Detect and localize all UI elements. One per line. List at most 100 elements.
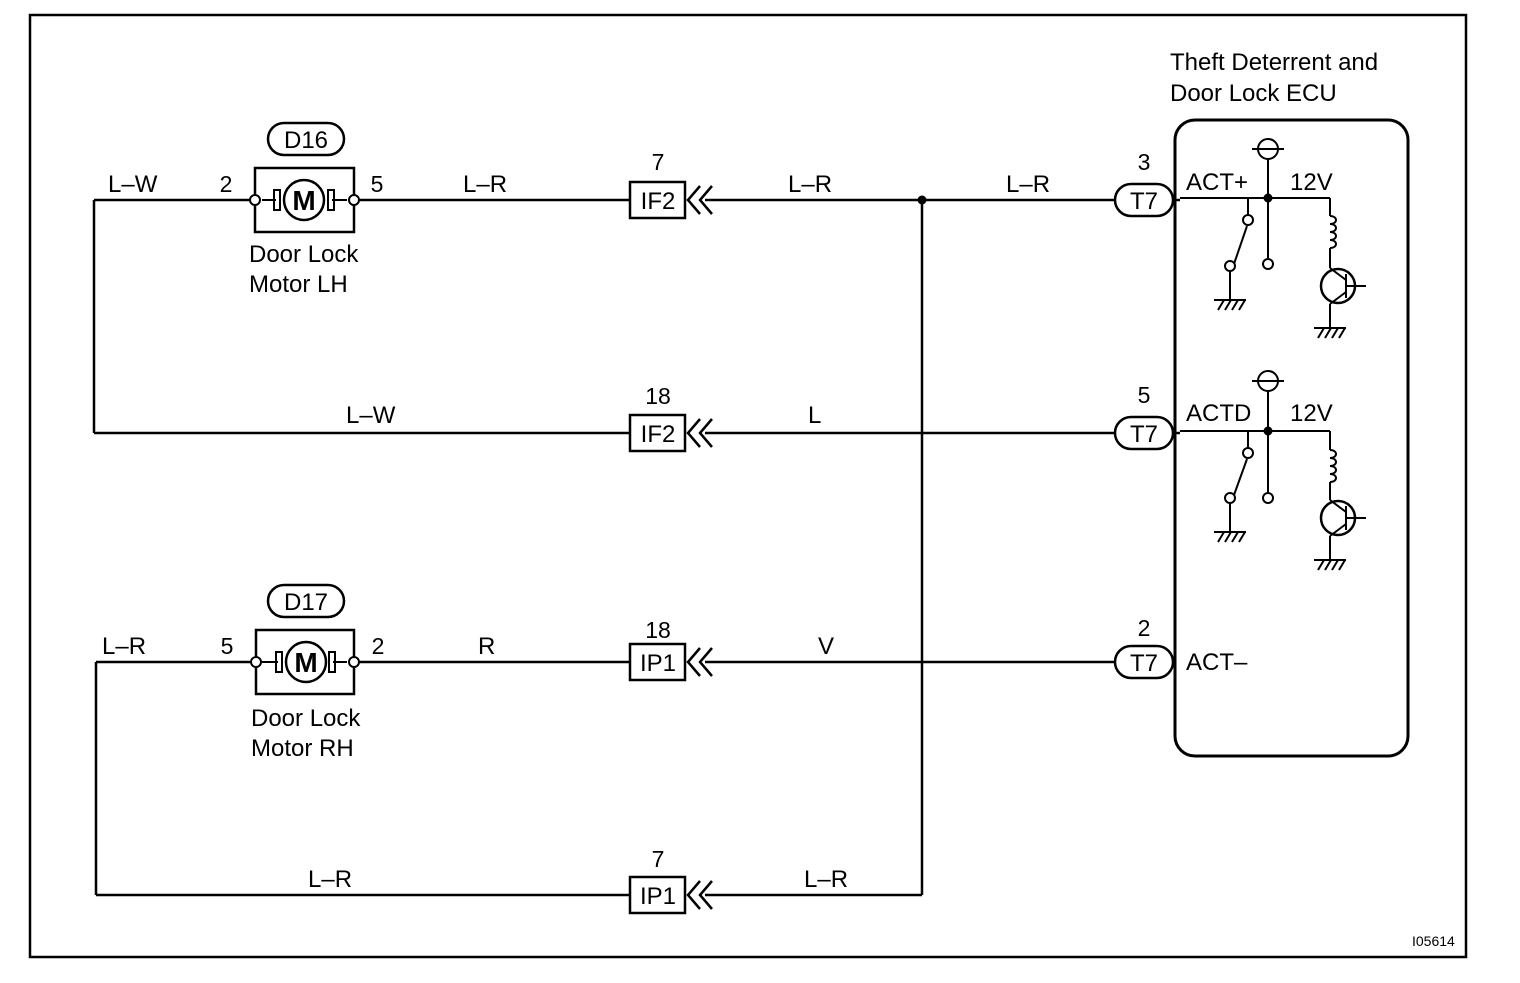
motor-rh-pin-right: 2	[372, 633, 385, 659]
ecu-circuit-actd: ACTD 12V	[1180, 370, 1366, 571]
motor-rh-terminal-r	[348, 656, 360, 668]
ground-icon	[1314, 327, 1346, 339]
coil-icon	[1329, 215, 1337, 249]
motor-rh-brush-r	[328, 651, 336, 673]
ecu-connector-actd-pin: 5	[1138, 382, 1151, 408]
ecu-box	[1173, 118, 1410, 758]
ecu-connector-act-minus-name: T7	[1130, 650, 1158, 677]
motor-lh-brush-r	[327, 189, 335, 211]
switch-contact-bottom	[1224, 492, 1236, 504]
motor-lh-id-capsule	[266, 121, 346, 157]
wire-label-act-minus: V	[818, 633, 834, 660]
motor-lh-brush-l	[273, 189, 281, 211]
ecu-signal-act-plus: ACT+	[1186, 169, 1248, 196]
motor-lh-terminal-l	[249, 194, 261, 206]
motor-rh-id: D17	[284, 589, 328, 616]
switch-contact-top	[1242, 214, 1254, 226]
diagram-frame	[28, 13, 1468, 959]
motor-lh-name-line1: Door Lock	[249, 241, 359, 268]
ecu-voltage-actd: 12V	[1290, 400, 1333, 427]
ground-icon	[1214, 531, 1246, 543]
junction-if2-b: 18 IF2	[628, 383, 713, 453]
wire-label-rh-to-ip1: R	[478, 633, 495, 660]
ground-icon	[1214, 299, 1246, 311]
ecu-title-line1: Theft Deterrent and	[1170, 49, 1378, 76]
wire-label-lw-return: L–W	[346, 402, 396, 429]
wire-label-if2-to-ecu-a: L–R	[788, 171, 832, 198]
ecu-voltage-act-plus: 12V	[1290, 169, 1333, 196]
motor-lh-symbol: M	[292, 185, 315, 216]
ecu-connector-actd: 5 T7	[1113, 382, 1175, 451]
wire-label-lh-to-if2: L–R	[463, 171, 507, 198]
wire-label-rh-left: L–R	[102, 633, 146, 660]
ecu-connector-act-plus-name: T7	[1130, 188, 1158, 215]
switch-contact-top	[1242, 447, 1254, 459]
ecu-connector-actd-name: T7	[1130, 421, 1158, 448]
junction-if2-a-pin: 7	[652, 149, 665, 175]
wire-label-bottom-left: L–R	[308, 866, 352, 893]
motor-lh-pin-right: 5	[371, 171, 384, 197]
motor-rh-symbol-ring	[284, 640, 328, 684]
junction-ip1-b-name: IP1	[640, 883, 676, 910]
ecu-circuit-act-plus: ACT+ 12V	[1180, 138, 1366, 339]
junction-if2-b-chevron	[686, 418, 713, 448]
junction-if2-a: 7 IF2	[628, 149, 713, 220]
motor-lh-symbol-ring	[282, 178, 326, 222]
motor-lh-terminal-r	[348, 194, 360, 206]
motor-lh: D16 M 2 5 Door Lock Motor LH	[220, 121, 384, 298]
ecu-connector-act-minus: 2 T7	[1113, 615, 1175, 680]
motor-rh: D17 M 5 2 Door Lock Motor RH	[221, 583, 385, 762]
junction-dot	[917, 195, 927, 205]
motor-rh-brush-l	[275, 651, 283, 673]
motor-lh-name-line2: Motor LH	[249, 271, 348, 298]
figure-id: I05614	[1412, 933, 1455, 949]
ecu-signal-act-minus: ACT–	[1186, 649, 1248, 676]
junction-if2-a-chevron	[686, 185, 713, 215]
switch-contact-bottom	[1224, 260, 1236, 272]
motor-rh-terminal-l	[250, 656, 262, 668]
motor-lh-id: D16	[284, 127, 328, 154]
motor-rh-pin-left: 5	[221, 633, 234, 659]
junction-ip1-b-chevron	[686, 880, 713, 910]
coil-icon	[1329, 449, 1337, 483]
junction-if2-b-pin: 18	[645, 383, 671, 409]
switch-blade	[1233, 458, 1248, 496]
ecu-title-line2: Door Lock ECU	[1170, 80, 1337, 107]
ecu-connector-act-minus-pin: 2	[1138, 615, 1151, 641]
ground-icon	[1314, 559, 1346, 571]
junction-ip1-b-box	[628, 875, 687, 915]
motor-rh-symbol: M	[294, 647, 317, 678]
wire-label-actd: L	[808, 402, 821, 429]
contact-fixed	[1262, 258, 1274, 270]
motor-lh-pin-left: 2	[220, 171, 233, 197]
junction-if2-b-box	[628, 413, 687, 453]
motor-rh-name-line1: Door Lock	[251, 705, 361, 732]
junction-if2-b-name: IF2	[641, 421, 676, 448]
motor-rh-name-line2: Motor RH	[251, 735, 354, 762]
junction-ip1-a-name: IP1	[640, 650, 676, 677]
transistor-collector	[1329, 267, 1347, 281]
ecu-connector-act-plus-pin: 3	[1138, 149, 1151, 175]
transistor-emitter	[1329, 523, 1347, 537]
junction-if2-a-name: IF2	[641, 188, 676, 215]
wire-label-if2-to-ecu-b: L–R	[1006, 171, 1050, 198]
ecu-signal-actd: ACTD	[1186, 400, 1251, 427]
contact-fixed	[1262, 492, 1274, 504]
junction-ip1-a-pin: 18	[645, 617, 671, 643]
junction-ip1-b: 7 IP1	[628, 846, 713, 915]
motor-rh-id-capsule	[266, 583, 346, 619]
junction-ip1-a-box	[628, 642, 687, 682]
ecu-connector-actd-capsule	[1113, 415, 1175, 451]
transistor-emitter	[1329, 291, 1347, 305]
wire-label-bottom-right: L–R	[804, 866, 848, 893]
junction-if2-a-box	[628, 180, 687, 220]
ecu-connector-act-minus-capsule	[1113, 644, 1175, 680]
ecu-connector-act-plus-capsule	[1113, 182, 1175, 218]
junction-ip1-a: 18 IP1	[628, 617, 713, 682]
junction-ip1-a-chevron	[686, 647, 713, 677]
ecu-connector-act-plus: 3 T7	[1113, 149, 1175, 218]
transistor-collector	[1329, 499, 1347, 513]
wire-label-lh-left: L–W	[108, 171, 158, 198]
